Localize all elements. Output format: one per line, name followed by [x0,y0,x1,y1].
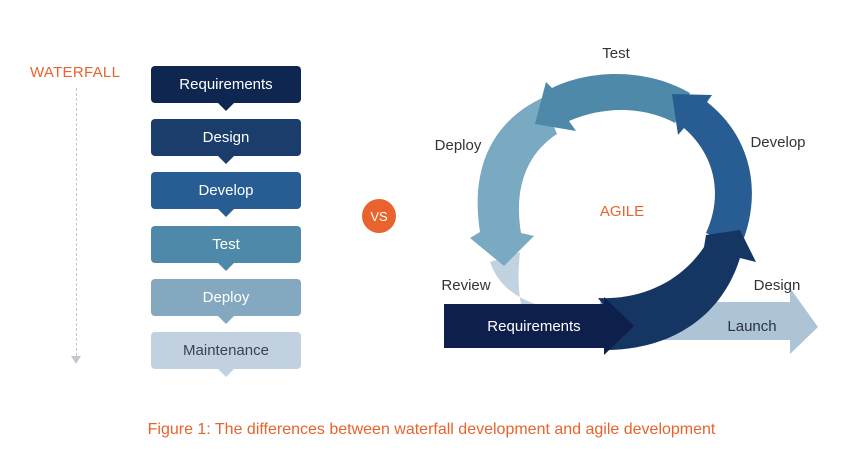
requirements-arrow [444,297,634,355]
waterfall-title: WATERFALL [30,64,121,81]
label-requirements: Requirements [487,318,580,335]
label-develop: Develop [750,134,805,151]
waterfall-step: Deploy [151,279,301,324]
label-review: Review [441,277,490,294]
waterfall-step: Develop [151,172,301,217]
label-design: Design [754,277,801,294]
develop-arrow [672,94,752,248]
waterfall-step: Design [151,119,301,164]
timeline-arrow-icon [71,356,81,364]
vs-badge: VS [362,199,396,233]
waterfall-step: Test [151,226,301,271]
test-arrow [535,73,690,131]
agile-title: AGILE [600,203,644,220]
label-deploy: Deploy [435,137,482,154]
waterfall-step: Maintenance [151,332,301,377]
label-launch: Launch [727,318,776,335]
figure-caption: Figure 1: The differences between waterf… [147,421,716,438]
design-arrow [598,230,756,350]
waterfall-timeline [76,88,77,356]
label-test: Test [602,45,630,62]
deploy-arrow [470,98,557,266]
waterfall-step: Requirements [151,66,301,111]
